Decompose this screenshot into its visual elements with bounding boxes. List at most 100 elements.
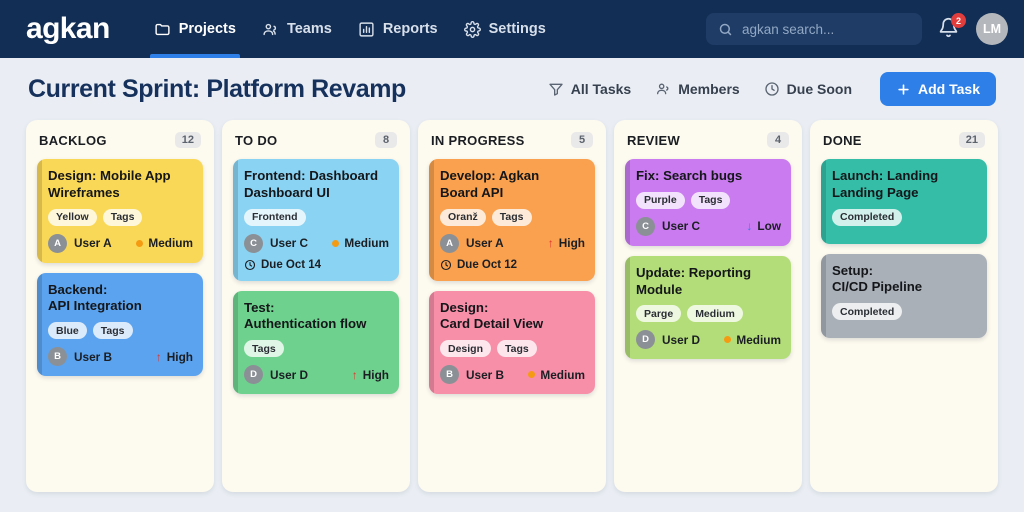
task-tag[interactable]: Blue [48, 322, 87, 340]
plus-icon [896, 82, 911, 97]
task-tag[interactable]: Design [440, 340, 492, 358]
task-title: Design: Mobile App Wireframes [48, 168, 171, 200]
priority-label: Medium [736, 332, 781, 347]
nav-item-reports[interactable]: Reports [358, 0, 438, 58]
task-card[interactable]: Frontend: Dashboard Dashboard UI Frontend… [233, 159, 399, 281]
assignee-avatar[interactable]: D [636, 330, 655, 350]
assignee-avatar[interactable]: A [440, 233, 459, 253]
page-title: Current Sprint: Platform Revamp [28, 74, 406, 103]
assignee-avatar[interactable]: B [440, 365, 459, 385]
column-title: DONE [823, 132, 862, 148]
task-tag[interactable]: Tags [491, 208, 532, 226]
task-tag[interactable]: Completed [832, 303, 903, 321]
tag-row: Yellow Tags [48, 208, 193, 226]
column-title: IN PROGRESS [431, 132, 525, 148]
nav-label: Teams [286, 21, 332, 37]
priority-indicator: ↓Low [746, 219, 781, 233]
assignee-avatar[interactable]: C [636, 216, 655, 236]
column-title: BACKLOG [39, 132, 107, 148]
task-title: Design: Card Detail View [440, 299, 544, 332]
task-tag[interactable]: Tags [690, 191, 731, 209]
gear-icon [463, 20, 481, 38]
priority-label: Medium [148, 236, 193, 251]
task-tag[interactable]: Tags [244, 340, 284, 358]
column-count-badge: 8 [375, 132, 397, 148]
search-input[interactable] [742, 21, 910, 37]
notifications-button[interactable]: 2 [938, 13, 966, 41]
priority-label: High [166, 349, 193, 364]
assignee-avatar[interactable]: C [244, 233, 263, 253]
search-box[interactable] [706, 13, 922, 45]
assignee-name: User C [270, 236, 309, 251]
assignee-avatar[interactable]: B [48, 347, 67, 367]
nav-item-projects[interactable]: Projects [149, 0, 241, 58]
due-date-row: Due Oct 12 [440, 259, 585, 271]
tag-row: Blue Tags [48, 322, 193, 340]
task-tag[interactable]: Tags [497, 340, 537, 358]
notification-badge: 2 [951, 13, 966, 28]
top-navbar: agkan Projects Teams Reports Settings [0, 0, 1024, 58]
due-date-label: Due Oct 12 [457, 258, 518, 271]
card-list: Frontend: Dashboard Dashboard UI Frontend… [233, 159, 399, 395]
task-tag[interactable]: Completed [832, 208, 903, 226]
brand-logo[interactable]: agkan [26, 12, 110, 45]
add-task-button[interactable]: Add Task [880, 72, 996, 106]
priority-label: Medium [540, 367, 585, 382]
tag-row: Completed [832, 208, 977, 226]
user-avatar[interactable]: LM [976, 13, 1008, 45]
tag-row: Completed [832, 303, 977, 321]
task-meta-row: C User C Medium [244, 233, 389, 253]
filter-all-tasks-button[interactable]: All Tasks [548, 81, 631, 97]
primary-nav: Projects Teams Reports Settings [149, 0, 546, 58]
tag-row: Parge Medium [636, 305, 781, 323]
task-tag[interactable]: Medium [687, 305, 743, 323]
task-meta-row: B User B Medium [440, 365, 585, 385]
assignee-name: User B [74, 349, 113, 364]
priority-indicator: Medium [332, 236, 389, 250]
assignee-avatar[interactable]: D [244, 365, 263, 385]
task-tag[interactable]: Oranž [440, 208, 486, 226]
members-button[interactable]: Members [655, 81, 740, 97]
assignee-avatar[interactable]: A [48, 233, 67, 253]
task-tag[interactable]: Parge [636, 305, 682, 323]
task-tag[interactable]: Purple [636, 191, 685, 209]
task-tag[interactable]: Yellow [48, 208, 97, 226]
task-tag[interactable]: Tags [102, 208, 143, 226]
task-title: Launch: Landing Landing Page [832, 168, 939, 200]
task-tag[interactable]: Frontend [244, 208, 306, 226]
nav-label: Settings [488, 21, 546, 37]
task-tag[interactable]: Tags [92, 322, 133, 340]
task-title: Update: Reporting Module [636, 264, 752, 297]
nav-item-teams[interactable]: Teams [262, 0, 332, 58]
nav-item-settings[interactable]: Settings [463, 0, 546, 58]
due-soon-button[interactable]: Due Soon [764, 81, 852, 97]
priority-dot-icon [332, 239, 340, 247]
priority-label: Medium [344, 236, 389, 251]
filter-icon [548, 81, 564, 97]
clock-icon [244, 259, 256, 271]
column-title: REVIEW [627, 132, 681, 148]
assignee-name: User B [466, 367, 505, 382]
task-title: Frontend: Dashboard Dashboard UI [244, 168, 379, 200]
